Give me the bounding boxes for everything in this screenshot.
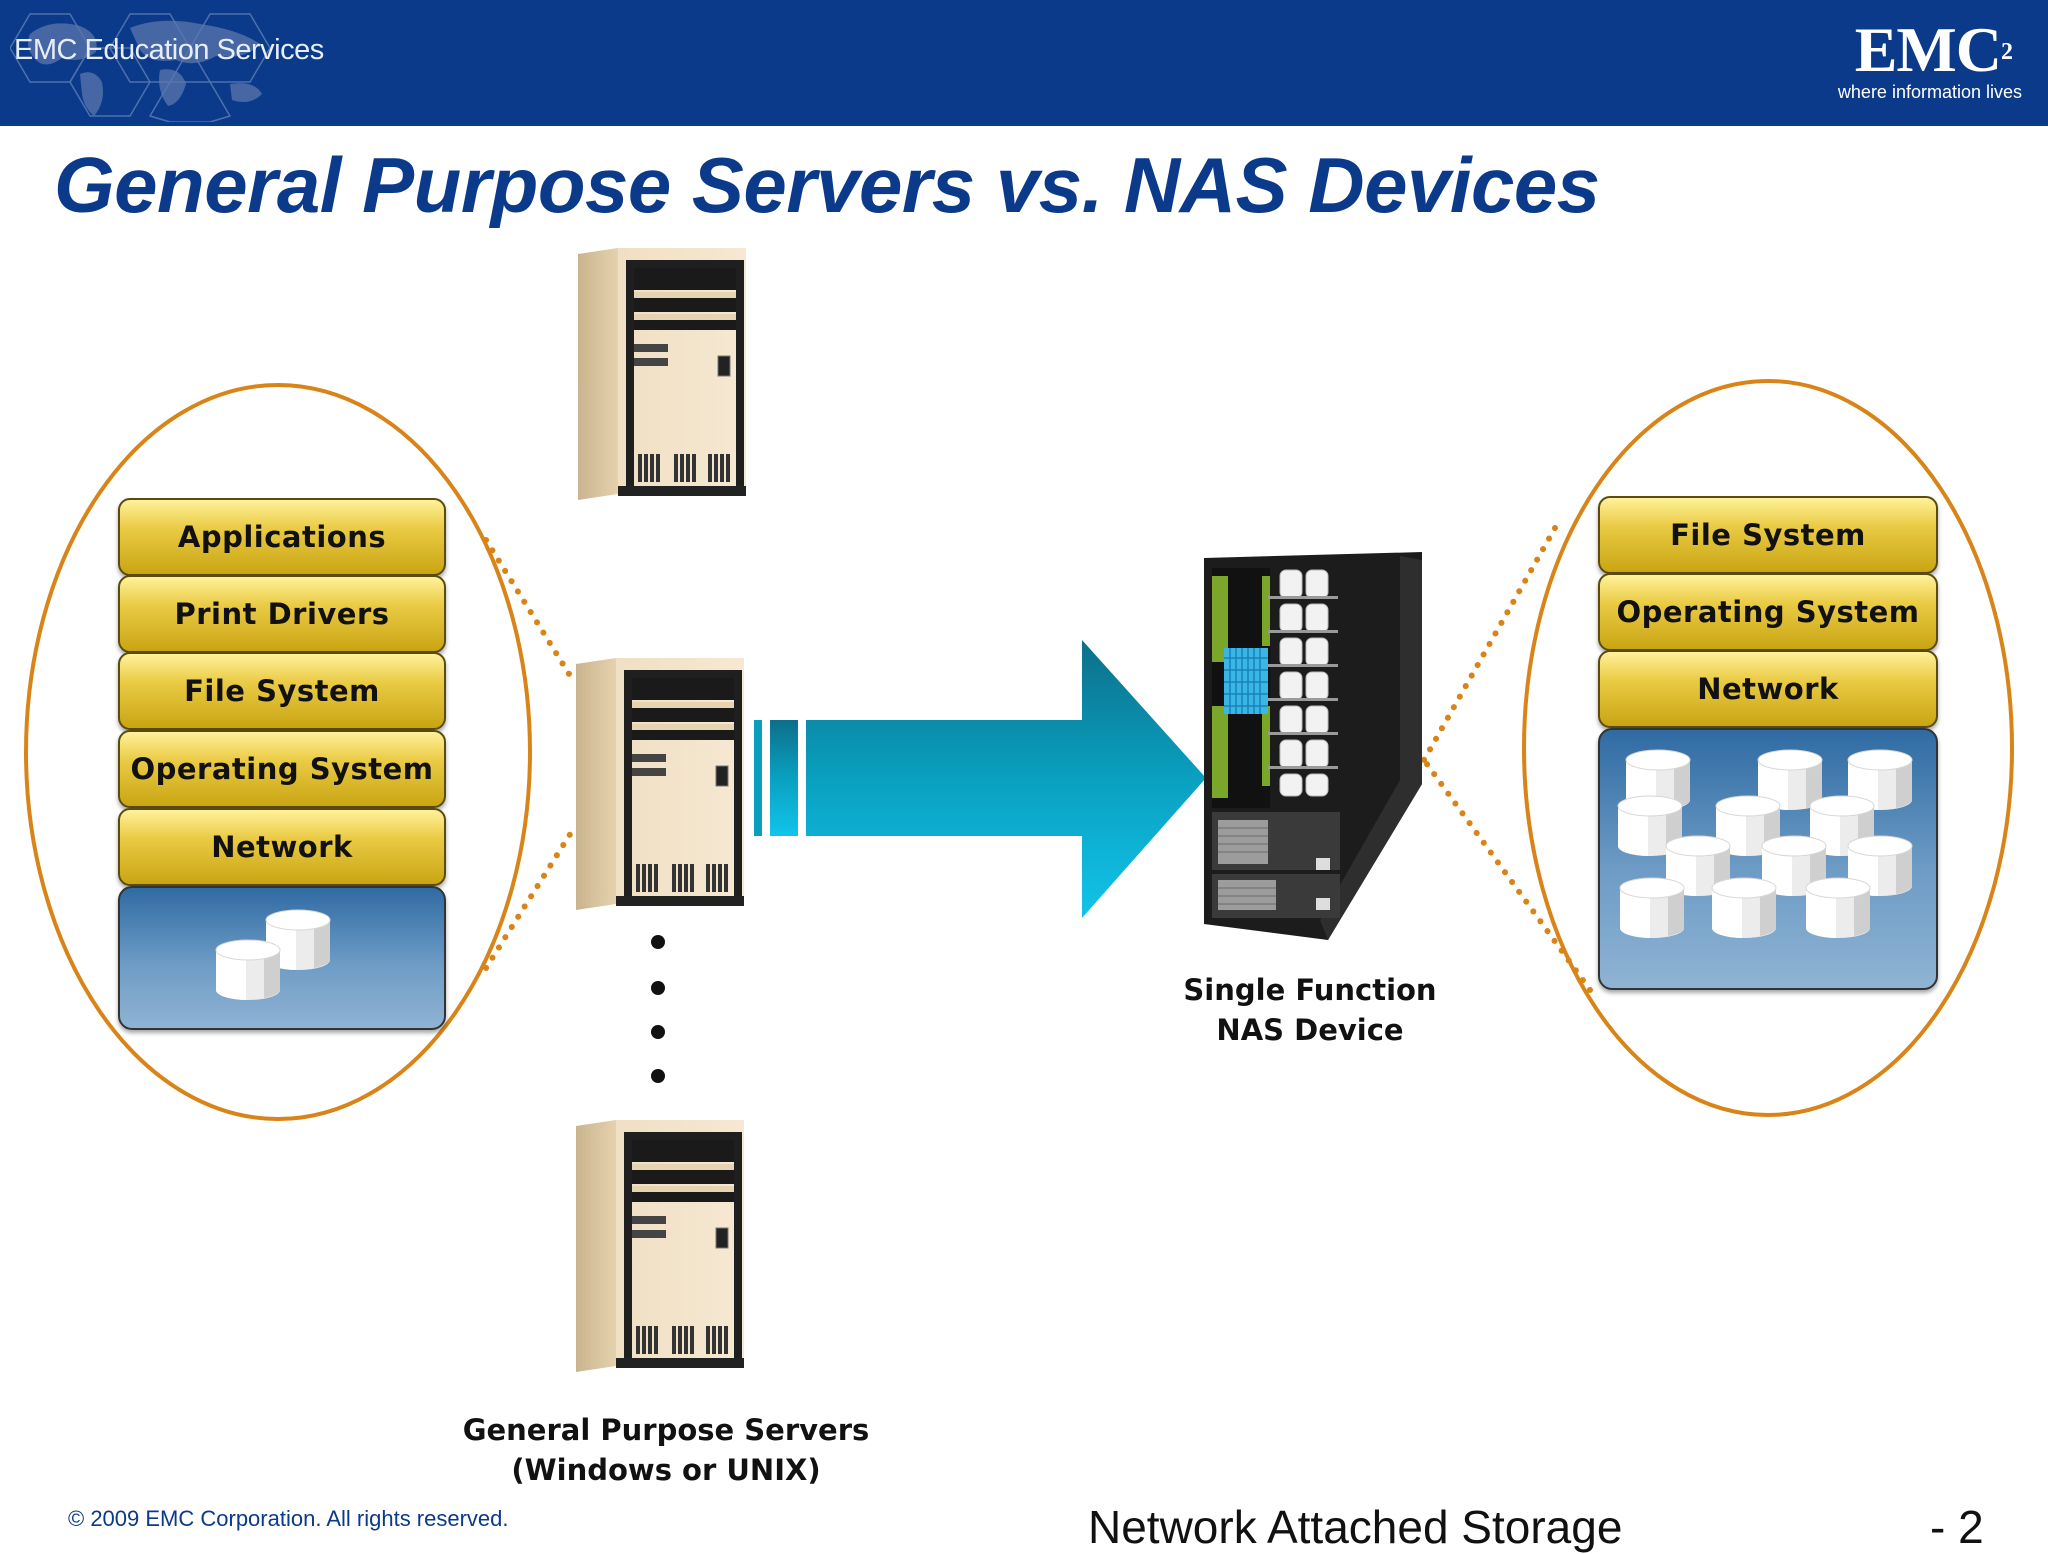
copyright-text: © 2009 EMC Corporation. All rights reser… xyxy=(68,1506,509,1531)
page-title: General Purpose Servers vs. NAS Devices xyxy=(54,141,1600,229)
right-ellipse xyxy=(1522,379,2014,1117)
left-connector-bottom xyxy=(483,825,577,971)
page-number: - 2 xyxy=(1930,1501,1984,1553)
disk-icon xyxy=(1619,877,1685,939)
nas-caption-line1: Single Function xyxy=(1183,973,1437,1007)
right-connector-top xyxy=(1421,525,1558,763)
consolidation-arrow xyxy=(754,640,1206,918)
disk-icon xyxy=(1805,877,1871,939)
nas-layer-operating-system: Operating System xyxy=(1598,573,1938,651)
disk-icon xyxy=(1711,877,1777,939)
left-connector-top xyxy=(483,537,577,685)
right-connector-bottom xyxy=(1421,757,1593,993)
layer-print-drivers: Print Drivers xyxy=(118,575,446,653)
emc-logo: EMC2 xyxy=(1855,18,2013,82)
layer-applications: Applications xyxy=(118,498,446,576)
disk-icon xyxy=(215,939,281,1001)
left-ellipse xyxy=(24,383,532,1121)
nas-disk-bays xyxy=(1279,569,1329,797)
course-title: Network Attached Storage xyxy=(1088,1501,1623,1553)
layer-file-system: File System xyxy=(118,652,446,730)
globe-icon xyxy=(10,13,271,122)
layer-operating-system: Operating System xyxy=(118,730,446,808)
servers-caption: General Purpose Servers (Windows or UNIX… xyxy=(446,1410,886,1490)
nas-blue-module xyxy=(1224,648,1268,714)
brand-text: EMC Education Services xyxy=(14,34,324,66)
nas-caption: Single Function NAS Device xyxy=(1170,970,1450,1050)
header-bar: EMC Education Services EMC2 where inform… xyxy=(0,0,2048,126)
layer-network: Network xyxy=(118,808,446,886)
nas-device xyxy=(1204,552,1422,940)
left-disk-cylinders xyxy=(215,909,331,1001)
servers-caption-line2: (Windows or UNIX) xyxy=(511,1453,821,1487)
emc-logo-text: EMC xyxy=(1854,14,2002,85)
ellipsis-dots xyxy=(651,935,665,1083)
nas-layer-network: Network xyxy=(1598,650,1938,728)
servers-caption-line1: General Purpose Servers xyxy=(462,1413,870,1447)
right-disk-cylinders xyxy=(1617,749,1913,939)
emc-logo-superscript: 2 xyxy=(2001,39,2013,65)
nas-caption-line2: NAS Device xyxy=(1216,1013,1404,1047)
emc-tagline: where information lives xyxy=(1837,82,2022,102)
